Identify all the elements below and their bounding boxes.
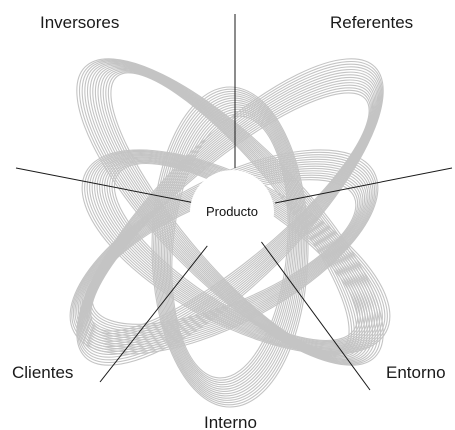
orbit-low-left-ring: [74, 156, 374, 348]
orbit-rings: [69, 58, 391, 408]
label-entorno: Entorno: [386, 363, 446, 382]
orbit-vertical-ring: [156, 93, 304, 401]
orbit-vertical-ring: [162, 101, 298, 393]
orbit-vertical-ring: [153, 88, 307, 406]
orbit-vertical-ring: [154, 90, 306, 404]
orbit-low-left-ring: [69, 149, 379, 355]
orbit-diag-b-ring: [107, 71, 353, 353]
label-inversores: Inversores: [40, 13, 119, 32]
orbit-vertical-ring: [160, 99, 300, 395]
orbit-diag-b-ring: [89, 63, 371, 361]
orbit-vertical-ring: [165, 106, 295, 388]
spoke-entorno: [259, 239, 371, 391]
orbit-vertical-ring: [163, 104, 297, 390]
product-hub: [190, 170, 274, 254]
label-clientes: Clientes: [12, 363, 73, 382]
orbit-vertical-ring: [151, 86, 309, 408]
spokes: [15, 14, 453, 391]
orbit-vertical-ring: [157, 95, 303, 399]
orbit-vertical-ring: [166, 108, 294, 386]
product-label: Producto: [206, 204, 258, 219]
orbit-low-left-ring: [72, 154, 376, 350]
label-referentes: Referentes: [330, 13, 413, 32]
spoke-referentes: [274, 167, 453, 204]
spoke-left: [15, 167, 196, 204]
orbit-vertical-ring: [169, 113, 291, 381]
orbit-vertical-ring: [171, 115, 289, 379]
orbit-low-right-ring: [81, 149, 391, 355]
orbit-diag-b-ring: [76, 58, 384, 366]
orbit-diag-b-ring: [84, 61, 376, 363]
orbit-low-right-ring: [84, 150, 388, 354]
label-interno: Interno: [204, 413, 257, 430]
orbit-low-right-ring: [86, 151, 386, 353]
orbit-low-left-ring: [71, 151, 377, 353]
orbit-vertical-ring: [168, 110, 292, 384]
spoke-clientes: [99, 244, 209, 383]
